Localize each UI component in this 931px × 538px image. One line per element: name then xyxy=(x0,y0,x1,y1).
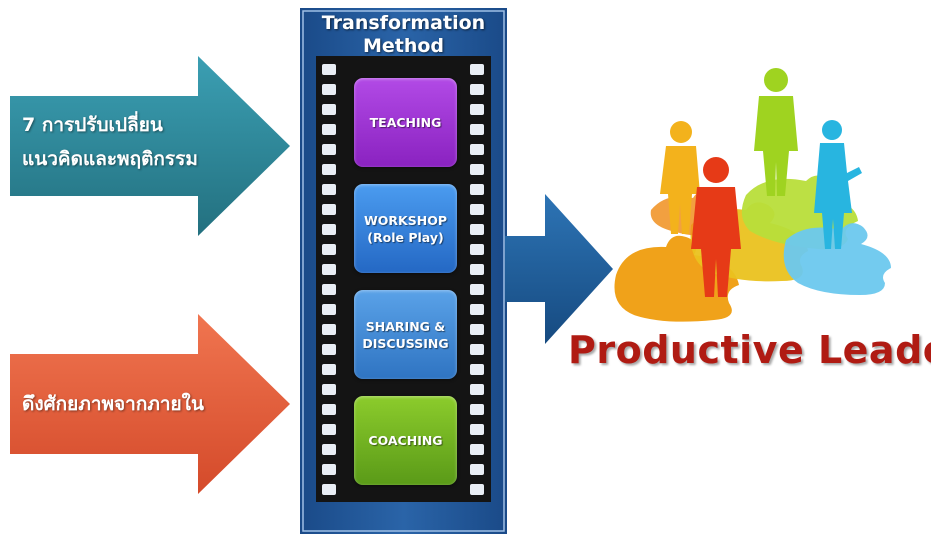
method-title-line-1: Transformation xyxy=(321,12,486,34)
workshop-stage: WORKSHOP (Role Play) xyxy=(354,184,457,273)
film-sprocket-hole xyxy=(470,244,484,255)
role-play-label: (Role Play) xyxy=(367,229,444,245)
film-sprocket-hole xyxy=(322,204,336,215)
film-sprocket-hole xyxy=(322,344,336,355)
film-sprocket-hole xyxy=(322,444,336,455)
film-sprocket-hole xyxy=(470,384,484,395)
people-on-puzzle-icon xyxy=(596,60,896,329)
method-title: Transformation Method xyxy=(300,12,507,58)
film-sprocket-hole xyxy=(470,104,484,115)
film-sprocket-hole xyxy=(470,184,484,195)
film-sprocket-hole xyxy=(470,404,484,415)
film-sprocket-hole xyxy=(470,164,484,175)
film-sprocket-hole xyxy=(322,304,336,315)
film-sprocket-hole xyxy=(322,124,336,135)
inner-potential-arrow: ดึงศักยภาพจากภายใน xyxy=(0,314,292,496)
film-sprocket-hole xyxy=(322,244,336,255)
film-sprocket-hole xyxy=(322,164,336,175)
film-sprocket-hole xyxy=(470,304,484,315)
coaching-label: COACHING xyxy=(368,433,443,448)
film-sprocket-hole xyxy=(322,144,336,155)
film-sprocket-hole xyxy=(470,324,484,335)
film-sprocket-hole xyxy=(322,464,336,475)
film-sprocket-hole xyxy=(322,484,336,495)
film-sprocket-hole xyxy=(322,224,336,235)
film-sprocket-hole xyxy=(470,124,484,135)
coaching-stage: COACHING xyxy=(354,396,457,485)
film-sprocket-hole xyxy=(322,104,336,115)
film-sprocket-hole xyxy=(322,324,336,335)
sharing-stage: SHARING & DISCUSSING xyxy=(354,290,457,379)
film-sprocket-hole xyxy=(322,424,336,435)
film-sprocket-hole xyxy=(322,184,336,195)
method-title-line-2: Method xyxy=(362,35,445,57)
mindset-change-arrow: 7 การปรับเปลี่ยน แนวคิดและพฤติกรรม xyxy=(0,56,292,238)
film-sprocket-hole xyxy=(322,264,336,275)
teaching-stage: TEACHING xyxy=(354,78,457,167)
inner-potential-label: ดึงศักยภาพจากภายใน xyxy=(22,393,204,415)
film-sprocket-hole xyxy=(322,84,336,95)
mindset-line-1: 7 การปรับเปลี่ยน xyxy=(22,114,163,136)
film-sprocket-hole xyxy=(322,64,336,75)
film-sprocket-hole xyxy=(470,344,484,355)
workshop-label: WORKSHOP xyxy=(364,212,447,228)
mindset-line-2: แนวคิดและพฤติกรรม xyxy=(22,148,198,170)
film-sprocket-hole xyxy=(470,84,484,95)
film-sprocket-hole xyxy=(322,404,336,415)
film-sprocket-hole xyxy=(470,224,484,235)
film-sprocket-hole xyxy=(322,284,336,295)
film-sprocket-hole xyxy=(470,444,484,455)
productive-leader-title: Productive Leader xyxy=(568,328,931,372)
film-sprocket-hole xyxy=(470,424,484,435)
film-sprocket-hole xyxy=(470,204,484,215)
film-sprocket-hole xyxy=(470,64,484,75)
film-sprocket-hole xyxy=(470,484,484,495)
film-sprocket-hole xyxy=(470,264,484,275)
film-sprocket-hole xyxy=(470,144,484,155)
film-sprocket-hole xyxy=(470,364,484,375)
discussing-label: DISCUSSING xyxy=(362,335,449,351)
film-sprocket-hole xyxy=(322,384,336,395)
film-sprocket-hole xyxy=(470,284,484,295)
output-arrow xyxy=(505,194,615,344)
film-sprocket-hole xyxy=(470,464,484,475)
teaching-label: TEACHING xyxy=(369,115,442,130)
film-sprocket-hole xyxy=(322,364,336,375)
sharing-label: SHARING & xyxy=(365,318,446,334)
